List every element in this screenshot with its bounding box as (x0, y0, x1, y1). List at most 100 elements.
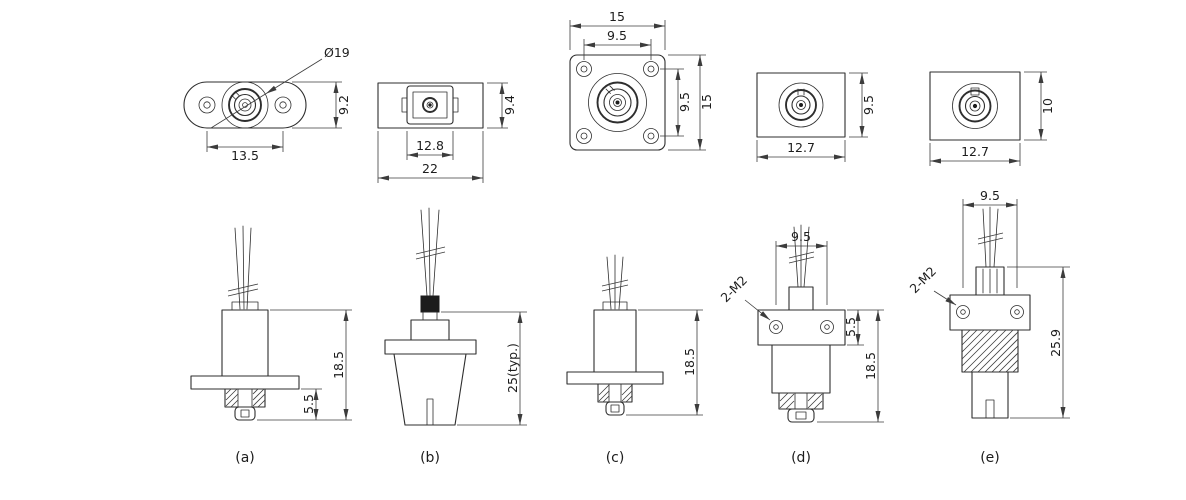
break-mark (601, 284, 629, 292)
screw-callout-leader (933, 290, 957, 306)
figure-c-front-dimensions: 15 9.5 9.5 15 (569, 9, 714, 151)
figure-d-side-view (757, 224, 846, 423)
figure-a-side-view (190, 225, 300, 421)
corner-holes (576, 61, 659, 144)
ferrule-slot (240, 409, 250, 418)
latch-tab-right (452, 97, 459, 113)
dim-label-hole-spacing: 13.5 (231, 148, 259, 163)
ferrule-slot (610, 404, 620, 413)
pigtail-wires (788, 224, 815, 288)
plate-outline (756, 72, 846, 138)
ferrule-bore (426, 101, 434, 109)
snout-slot (985, 399, 995, 419)
figure-e-front-dimensions: 10 12.7 (929, 71, 1055, 166)
nut-center (237, 388, 253, 408)
body-cylinder (593, 309, 637, 373)
fiber-core (428, 103, 432, 107)
figure-c-caption: (c) (606, 450, 625, 466)
dim-label-total-height: 18.5 (682, 348, 697, 376)
dim-label-hole-spacing-y: 9.5 (677, 92, 692, 112)
wire-collar (231, 301, 259, 311)
neck (422, 311, 438, 321)
key-notch (970, 87, 980, 96)
break-mark (227, 288, 259, 297)
figure-e-side-dimensions: 9.5 2-M2 25.9 (906, 188, 1070, 419)
figure-d: 9.5 12.7 (717, 72, 884, 466)
figure-d-front-view (756, 72, 846, 138)
figure-b: 12.8 22 9.4 (377, 82, 527, 466)
mount-hole-left (198, 96, 216, 114)
figure-a-front-view (183, 81, 307, 129)
dim-label-hole-spacing-x: 9.5 (607, 28, 627, 43)
ferrule-tip (605, 401, 625, 416)
lower-housing (393, 353, 467, 426)
key-notch (605, 85, 615, 94)
dim-label-height: 9.2 (336, 95, 351, 115)
mounting-plate (757, 309, 846, 346)
dim-label-total-height: 18.5 (331, 351, 346, 379)
dim-label-height: 10 (1040, 98, 1055, 114)
dim-label-flange-width: 22 (422, 161, 438, 176)
figure-b-side-view (384, 207, 477, 426)
strain-relief-boot (420, 295, 440, 313)
dim-label-width: 12.7 (961, 144, 989, 159)
flange-plate (566, 371, 664, 385)
screw-callout-leader (744, 299, 771, 321)
break-mark (601, 279, 629, 287)
diameter-leader-extension (210, 93, 267, 129)
break-mark (977, 237, 1004, 245)
bottom-slot (426, 398, 434, 426)
nut-center (608, 383, 622, 403)
obround-flange-outline (183, 81, 307, 129)
pigtail-wires (415, 207, 446, 297)
pigtail-wires (977, 206, 1004, 268)
figure-c-side-dimensions: 18.5 (626, 309, 703, 416)
figure-a-front-dimensions: Ø19 13.5 9.2 (206, 45, 351, 163)
break-mark (788, 256, 815, 264)
break-mark (788, 251, 815, 259)
diameter-leader (265, 58, 323, 94)
figure-a: Ø19 13.5 9.2 (183, 45, 352, 466)
mount-hole-right (274, 96, 292, 114)
square-snout (971, 371, 1009, 419)
dim-label-height: 9.5 (861, 95, 876, 115)
ferrule-tip (787, 408, 815, 423)
break-mark (227, 283, 259, 292)
plate-outline (929, 71, 1021, 141)
crimp-ridges (982, 268, 998, 294)
mount-hole-right-inner (279, 101, 287, 109)
mounting-plate (949, 294, 1031, 331)
nut-center (794, 392, 808, 410)
connector-rings (221, 81, 269, 129)
figure-e-side-view (949, 206, 1031, 419)
dim-label-total-height: 18.5 (863, 352, 878, 380)
coupling-nut (597, 383, 633, 403)
ferrule-tip (234, 406, 256, 421)
figure-b-front-dimensions: 12.8 22 9.4 (377, 82, 517, 183)
break-mark (977, 232, 1004, 240)
dim-label-hole-spacing: 9.5 (980, 188, 1000, 203)
square-flange-outline (569, 54, 666, 151)
figure-b-side-dimensions: 25(typ.) (441, 311, 527, 426)
body-block (771, 344, 831, 394)
screw-holes (769, 320, 834, 334)
body-block (410, 319, 450, 341)
figure-b-front-view (377, 82, 484, 129)
figure-c-side-view (566, 254, 664, 416)
figure-e-caption: (e) (980, 450, 1000, 466)
figure-e-front-view (929, 71, 1021, 141)
body-cylinder (221, 309, 269, 377)
dim-label-height: 15 (699, 94, 714, 110)
figure-a-side-dimensions: 5.5 18.5 (257, 309, 352, 421)
flange-plate (384, 339, 477, 355)
nut-hatching (598, 384, 633, 403)
key-notch (231, 91, 240, 100)
dim-label-tip-height: 5.5 (301, 394, 316, 414)
break-mark (415, 251, 446, 260)
connector-rings (952, 83, 998, 129)
dim-label-total-height: 25(typ.) (505, 343, 520, 393)
nut-hatching (779, 392, 823, 410)
screw-holes (956, 305, 1024, 319)
rect-flange-outline (377, 82, 484, 129)
dim-label-height: 9.4 (502, 95, 517, 115)
